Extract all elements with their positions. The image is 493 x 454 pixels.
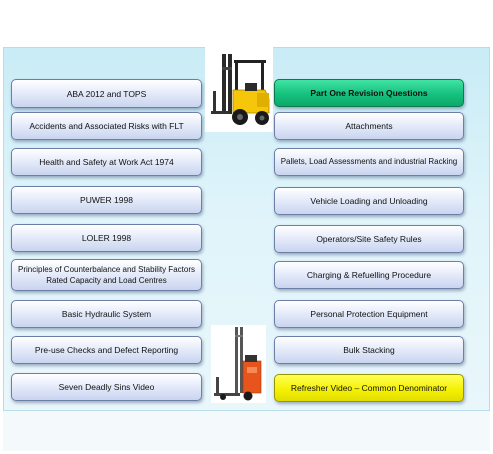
menu-button-label: Health and Safety at Work Act 1974 bbox=[39, 157, 174, 167]
menu-button-pallets-load-racking[interactable]: Pallets, Load Assessments and industrial… bbox=[274, 148, 464, 176]
menu-button-label: Operators/Site Safety Rules bbox=[316, 234, 422, 244]
menu-button-label: LOLER 1998 bbox=[81, 233, 132, 243]
menu-button-label: Pre-use Checks and Defect Reporting bbox=[34, 345, 179, 355]
menu-button-seven-deadly-sins-video[interactable]: Seven Deadly Sins Video bbox=[11, 373, 202, 401]
menu-button-personal-protection-equipment[interactable]: Personal Protection Equipment bbox=[274, 300, 464, 328]
menu-button-label: Refresher Video – Common Denominator bbox=[290, 383, 448, 393]
menu-button-operators-site-safety-rules[interactable]: Operators/Site Safety Rules bbox=[274, 225, 464, 253]
menu-button-label: ABA 2012 and TOPS bbox=[66, 88, 147, 99]
menu-button-counterbalance-principles[interactable]: Principles of Counterbalance and Stabili… bbox=[11, 259, 202, 291]
menu-button-bulk-stacking[interactable]: Bulk Stacking bbox=[274, 336, 464, 364]
menu-button-label: Seven Deadly Sins Video bbox=[58, 382, 155, 392]
menu-button-vehicle-loading-unloading[interactable]: Vehicle Loading and Unloading bbox=[274, 187, 464, 215]
menu-button-health-and-safety-act[interactable]: Health and Safety at Work Act 1974 bbox=[11, 148, 202, 176]
menu-button-aba-2012-and-tops[interactable]: ABA 2012 and TOPS bbox=[11, 79, 202, 108]
menu-button-part-one-revision-questions[interactable]: Part One Revision Questions bbox=[274, 79, 464, 107]
menu-button-attachments[interactable]: Attachments bbox=[274, 112, 464, 140]
menu-button-label: Principles of Counterbalance and Stabili… bbox=[18, 265, 195, 285]
menu-button-label: Charging & Refuelling Procedure bbox=[306, 270, 432, 280]
counterbalance-forklift-image bbox=[205, 47, 273, 132]
menu-button-accidents-and-risks[interactable]: Accidents and Associated Risks with FLT bbox=[11, 112, 202, 140]
menu-button-label: Personal Protection Equipment bbox=[310, 309, 428, 319]
menu-button-puwer-1998[interactable]: PUWER 1998 bbox=[11, 186, 202, 214]
menu-button-loler-1998[interactable]: LOLER 1998 bbox=[11, 224, 202, 252]
menu-button-charging-refuelling[interactable]: Charging & Refuelling Procedure bbox=[274, 261, 464, 289]
menu-button-label: Pallets, Load Assessments and industrial… bbox=[280, 157, 458, 166]
menu-button-label: Basic Hydraulic System bbox=[61, 309, 152, 319]
menu-button-pre-use-checks[interactable]: Pre-use Checks and Defect Reporting bbox=[11, 336, 202, 364]
menu-button-label: PUWER 1998 bbox=[80, 195, 133, 205]
footer-strip bbox=[3, 411, 490, 451]
menu-button-label: Accidents and Associated Risks with FLT bbox=[29, 121, 184, 131]
reach-truck-image bbox=[211, 325, 266, 403]
menu-button-label: Bulk Stacking bbox=[343, 345, 395, 355]
menu-button-basic-hydraulic-system[interactable]: Basic Hydraulic System bbox=[11, 300, 202, 328]
menu-button-label: Vehicle Loading and Unloading bbox=[310, 196, 428, 206]
menu-button-label: Attachments bbox=[345, 121, 393, 131]
menu-button-label: Part One Revision Questions bbox=[310, 88, 428, 98]
menu-button-refresher-video[interactable]: Refresher Video – Common Denominator bbox=[274, 374, 464, 402]
